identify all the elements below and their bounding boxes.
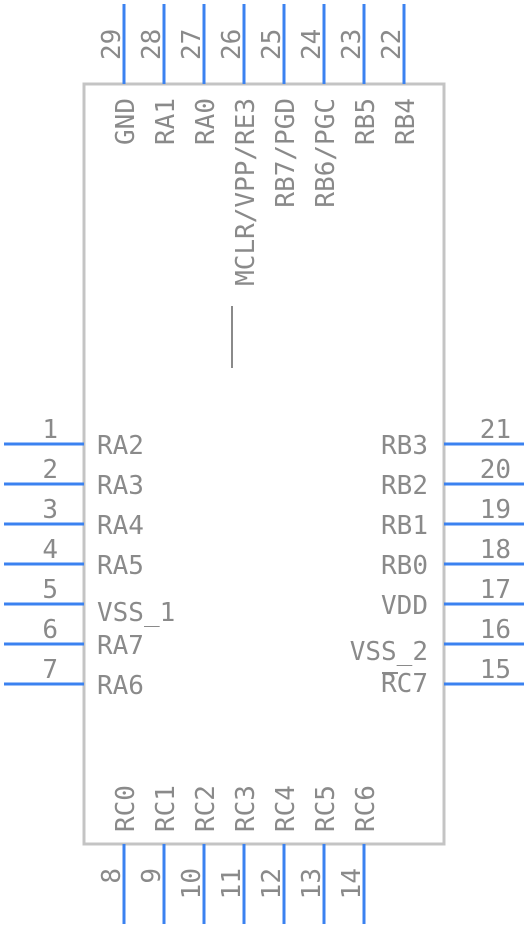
pin-number-16: 16 (480, 615, 511, 645)
pin-number-8: 8 (97, 868, 127, 884)
pin-name-21: RB3 (381, 431, 428, 461)
pin-number-29: 29 (97, 29, 127, 60)
pin-number-6: 6 (42, 615, 58, 645)
pin-number-20: 20 (480, 455, 511, 485)
pin-name-6: RA7 (97, 631, 144, 661)
ic-body-outline (82, 82, 446, 846)
pin-name-8: RC0 (111, 785, 141, 832)
pin-name-24: RB6/PGC (311, 98, 341, 208)
pin-number-2: 2 (42, 455, 58, 485)
pin-name-10: RC2 (191, 785, 221, 832)
pin-name-4: RA5 (97, 551, 144, 581)
pin-lines (4, 4, 524, 924)
pin-name-11: RC3 (231, 785, 261, 832)
pin-number-15: 15 (480, 655, 511, 685)
pin-number-18: 18 (480, 535, 511, 565)
pin-number-14: 14 (337, 868, 367, 899)
pin-number-26: 26 (217, 29, 247, 60)
pin-name-27: RA0 (191, 98, 221, 145)
pin-number-9: 9 (137, 868, 167, 884)
pin-name-28: RA1 (151, 98, 181, 145)
pin-number-24: 24 (297, 29, 327, 60)
pin-name-5: VSS_1 (97, 598, 175, 628)
pin-number-7: 7 (42, 655, 58, 685)
pin-number-5: 5 (42, 575, 58, 605)
pin-number-27: 27 (177, 29, 207, 60)
pin-name-29: GND (111, 98, 141, 145)
pin-number-13: 13 (297, 868, 327, 899)
pin-name-17: VDD (381, 591, 428, 621)
pin-name-20: RB2 (381, 471, 428, 501)
pin-name-3: RA4 (97, 511, 144, 541)
pin-name-18: RB0 (381, 551, 428, 581)
pin-name-14: RC6 (351, 785, 381, 832)
pin-number-19: 19 (480, 495, 511, 525)
pin-name-2: RA3 (97, 471, 144, 501)
pin-name-12: RC4 (271, 785, 301, 832)
pin-name-7: RA6 (97, 671, 144, 701)
pin-number-22: 22 (377, 29, 407, 60)
pin-name-13: RC5 (311, 785, 341, 832)
pin-number-4: 4 (42, 535, 58, 565)
pin-number-28: 28 (137, 29, 167, 60)
pin-number-25: 25 (257, 29, 287, 60)
pin-number-21: 21 (480, 415, 511, 445)
pin-name-22: RB4 (391, 98, 421, 145)
pin-name-23: RB5 (351, 98, 381, 145)
pin-name-1: RA2 (97, 431, 144, 461)
pin-number-10: 10 (177, 868, 207, 899)
pin-number-3: 3 (42, 495, 58, 525)
pin-name-26: MCLR/VPP/RE3 (231, 98, 261, 286)
pin-number-23: 23 (337, 29, 367, 60)
pin-number-12: 12 (257, 868, 287, 899)
pin-number-11: 11 (217, 868, 247, 899)
pin-name-25: RB7/PGD (271, 98, 301, 208)
pin-name-9: RC1 (151, 785, 181, 832)
pin-number-1: 1 (42, 415, 58, 445)
pin-name-19: RB1 (381, 511, 428, 541)
pin-number-17: 17 (480, 575, 511, 605)
pin-name-16: VSS_2 (350, 637, 428, 667)
